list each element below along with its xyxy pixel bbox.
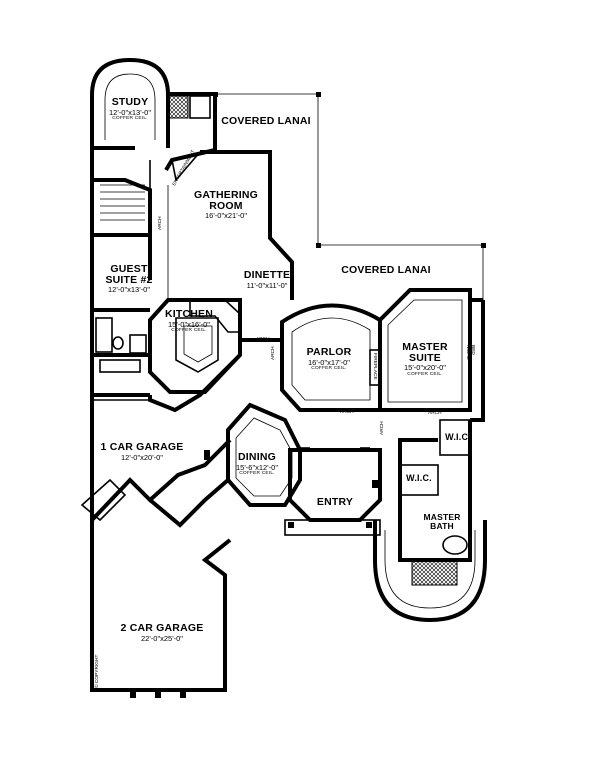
room-dinette: DINETTE 11'-0"x11'-0" bbox=[244, 270, 290, 289]
room-name: W.I.C. bbox=[406, 473, 432, 483]
room-name: COVERED LANAI bbox=[221, 115, 311, 127]
arch-label-parlor-left: ARCH bbox=[271, 346, 276, 360]
room-name: MASTER BATH bbox=[423, 512, 461, 531]
master-bath-walls bbox=[373, 419, 487, 623]
stair-walls bbox=[90, 148, 152, 240]
room-dims: 15'-0"x16'-0" bbox=[168, 319, 210, 329]
room-study: STUDY 12'-0"x13'-0" COFFER CEIL. bbox=[109, 97, 151, 122]
room-dining: DINING 15'-6"x12'-0" COFFER CEIL. bbox=[236, 452, 278, 477]
room-two-car-garage: 2 CAR GARAGE 22'-0"x25'-0" bbox=[121, 623, 204, 642]
arch-label-kitchen: ARCH bbox=[256, 337, 270, 342]
room-dims: 11'-0"x11'-0" bbox=[246, 280, 288, 290]
room-wic-lower: W.I.C. bbox=[406, 474, 432, 483]
room-dims: 12'-0"x20'-0" bbox=[121, 452, 163, 462]
room-name: KITCHEN bbox=[164, 308, 214, 320]
room-name: 2 CAR GARAGE bbox=[120, 622, 204, 634]
bed-niche-label: BED NICHE bbox=[465, 345, 475, 360]
room-ceil: COFFER CEIL. bbox=[171, 328, 207, 333]
gathering-room-walls bbox=[164, 94, 294, 300]
study-walls bbox=[90, 57, 215, 150]
room-ceil: COFFER CEIL. bbox=[239, 471, 275, 476]
room-guest-suite: GUEST SUITE #2 12'-0"x13'-0" bbox=[105, 264, 152, 294]
room-covered-lanai-right: COVERED LANAI bbox=[341, 265, 431, 276]
room-dims: 15'-0"x20'-0" bbox=[404, 363, 446, 372]
room-name: W.I.C. bbox=[445, 432, 471, 442]
room-gathering-room: GATHERING ROOM 16'-0"x21'-0" bbox=[194, 190, 258, 220]
room-name: DINING bbox=[238, 451, 276, 463]
room-name: GATHERING ROOM bbox=[193, 189, 259, 212]
room-covered-lanai-top: COVERED LANAI bbox=[221, 116, 311, 127]
dining-walls bbox=[204, 402, 302, 507]
room-name: STUDY bbox=[111, 96, 149, 108]
room-ceil: COFFER CEIL. bbox=[311, 366, 347, 371]
room-dims: 12'-0"x13'-0" bbox=[108, 285, 150, 294]
guest-suite-walls bbox=[90, 235, 152, 397]
master-suite-walls bbox=[378, 288, 485, 422]
room-wic-upper: W.I.C. bbox=[445, 433, 471, 442]
room-dims: 22'-0"x25'-0" bbox=[141, 633, 183, 643]
room-name: 1 CAR GARAGE bbox=[100, 441, 184, 453]
room-master-bath: MASTER BATH bbox=[423, 513, 460, 530]
room-entry: ENTRY bbox=[317, 497, 353, 508]
parlor-walls bbox=[240, 303, 382, 412]
room-name: MASTER SUITE bbox=[402, 341, 448, 364]
kitchen-walls bbox=[148, 298, 242, 394]
room-dims: 16'-0"x21'-0" bbox=[205, 211, 247, 220]
room-master-suite: MASTER SUITE 15'-0"x20'-0" COFFER CEIL. bbox=[402, 342, 448, 377]
room-parlor: PARLOR 16'-0"x17'-0" COFFER CEIL. bbox=[307, 347, 352, 372]
room-ceil: COFFER CEIL. bbox=[112, 116, 148, 121]
room-name: COVERED LANAI bbox=[341, 264, 431, 276]
copyright-label: © COPYRIGHT bbox=[95, 654, 100, 688]
one-car-garage-walls bbox=[80, 353, 242, 526]
room-dims: 12'-0"x13'-0" bbox=[109, 107, 151, 117]
arch-label-parlor: ARCH bbox=[340, 410, 354, 415]
room-name: DINETTE bbox=[243, 269, 291, 281]
arch-label-entry: ARCH bbox=[380, 421, 385, 435]
room-one-car-garage: 1 CAR GARAGE 12'-0"x20'-0" bbox=[101, 442, 184, 461]
room-name: GUEST SUITE #2 bbox=[105, 263, 153, 286]
room-name: PARLOR bbox=[306, 346, 352, 358]
room-dims: 15'-6"x12'-0" bbox=[236, 462, 278, 472]
room-name: ENTRY bbox=[316, 496, 354, 508]
fireplace-label: FIREPLACE bbox=[372, 353, 377, 380]
two-car-garage-walls bbox=[90, 478, 232, 698]
arch-label-master: ARCH bbox=[428, 411, 442, 416]
room-ceil: COFFER CEIL. bbox=[407, 371, 443, 377]
arch-label-gathering: ARCH bbox=[158, 216, 163, 230]
room-kitchen: KITCHEN 15'-0"x16'-0" COFFER CEIL. bbox=[165, 309, 213, 334]
room-dims: 16'-0"x17'-0" bbox=[308, 357, 350, 367]
